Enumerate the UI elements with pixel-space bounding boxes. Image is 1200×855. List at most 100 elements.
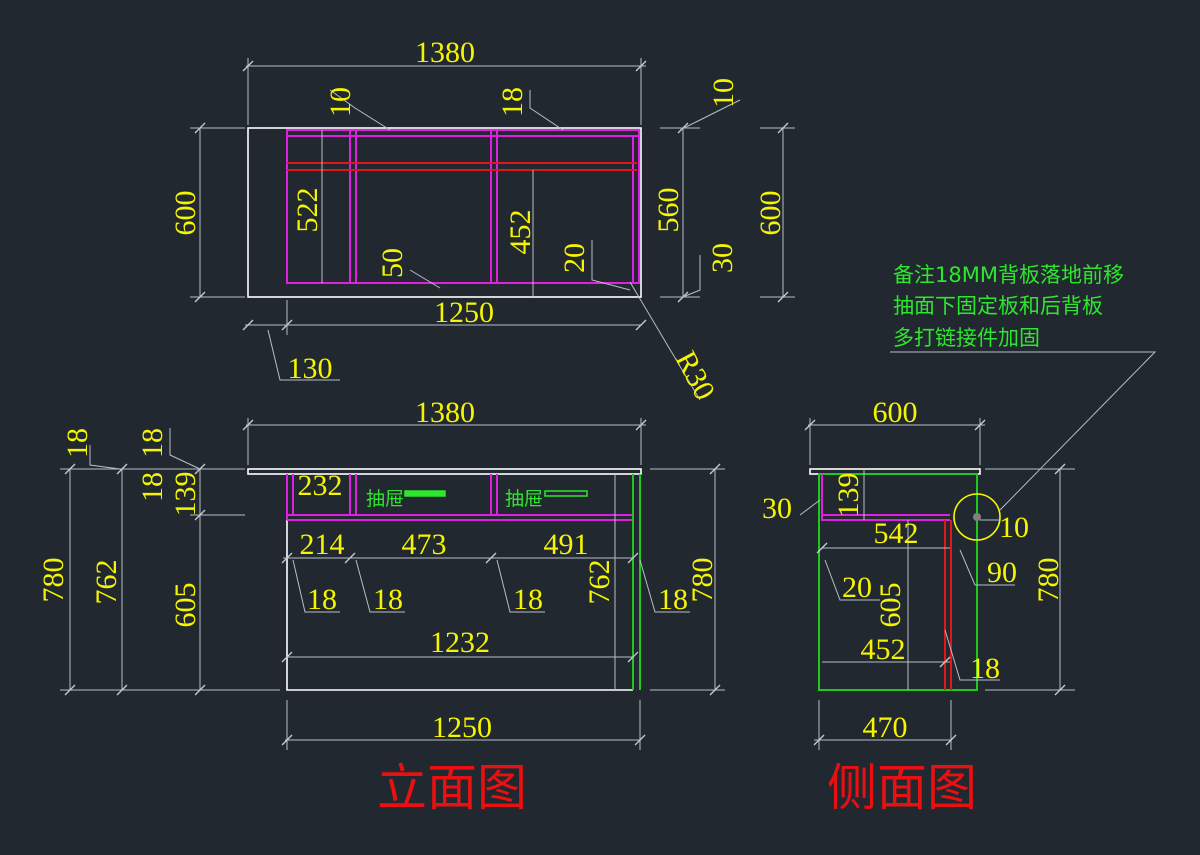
side-body (818, 473, 978, 691)
tick (627, 651, 639, 663)
leader (959, 549, 1015, 586)
plan-frame (286, 129, 640, 284)
dim-height-right: 780 (686, 558, 719, 603)
leader (409, 269, 441, 289)
dim-inner-width: 1232 (430, 626, 490, 659)
tick (116, 684, 128, 696)
detail-circle (953, 493, 1001, 541)
dim-corner-offset: 20 (558, 243, 591, 273)
dim-overhang: 130 (288, 352, 333, 385)
leader (292, 559, 340, 613)
tick (1054, 684, 1066, 696)
dim-toe-gap: 20 (842, 571, 872, 604)
note-line-2: 抽面下固定板和后背板 (893, 294, 1103, 318)
plan-view: 1380 10 18 10 600 522 452 50 20 560 30 6… (169, 36, 795, 405)
dim-bay-3: 491 (544, 528, 589, 561)
radius-leader (629, 281, 701, 401)
leader (591, 240, 631, 291)
dim-drawer-depth: 542 (874, 517, 919, 550)
tick (777, 291, 789, 303)
tick (64, 684, 76, 696)
front-view: 1380 18 18 18 139 232 抽屉 抽屉 214 473 491 … (37, 396, 725, 817)
dim-inner-depth: 522 (291, 188, 324, 233)
leader (679, 99, 741, 131)
dim-panel: 18 (307, 583, 337, 616)
front-view-title: 立面图 (377, 759, 527, 817)
leader (944, 629, 1000, 681)
dim-height-inner: 762 (583, 560, 616, 605)
tick (709, 684, 721, 696)
leader (329, 89, 391, 131)
tick (939, 656, 951, 668)
tick (627, 552, 639, 564)
dim-bay-1: 214 (300, 528, 345, 561)
dim-left-depth: 600 (169, 191, 202, 236)
drawer-label-left: 抽屉 (366, 488, 404, 510)
dim-overall-width: 1380 (415, 396, 475, 429)
tick (281, 552, 293, 564)
detail-dot (973, 513, 981, 521)
dim-right-gap: 10 (707, 78, 740, 108)
tick (816, 542, 828, 554)
dim-height-outer: 780 (37, 558, 70, 603)
dim-height: 780 (1032, 558, 1065, 603)
dim-panel: 18 (373, 583, 403, 616)
front-desktop (247, 468, 642, 475)
side-drawer-frame (821, 474, 950, 521)
drawer-handle-right (544, 490, 588, 497)
tick (777, 122, 789, 134)
tick (1054, 463, 1066, 475)
tick (804, 419, 816, 431)
leader (824, 559, 880, 601)
dim-height-body: 762 (90, 560, 123, 605)
tick (635, 60, 647, 72)
leader (89, 445, 121, 470)
dim-panel: 18 (970, 652, 1000, 685)
leader (355, 559, 405, 613)
note-leader (890, 351, 1157, 511)
tick (945, 734, 957, 746)
dim-panel: 18 (513, 583, 543, 616)
tick (485, 552, 497, 564)
dim-drawer-height: 139 (169, 472, 202, 517)
dim-right-depth: 560 (652, 188, 685, 233)
tick (281, 734, 293, 746)
side-view: 600 30 139 542 10 90 20 605 452 18 780 4… (762, 396, 1075, 817)
dim-overall-width: 1380 (415, 36, 475, 69)
tick (194, 291, 206, 303)
note-block: 备注18MM背板落地前移 抽面下固定板和后背板 多打链接件加固 (890, 263, 1157, 511)
dim-top-thickness: 18 (136, 428, 169, 458)
dim-top-thickness: 18 (61, 428, 94, 458)
dim-left-gap: 10 (324, 87, 357, 117)
dim-back-gap: 90 (987, 556, 1017, 589)
tick (635, 319, 647, 331)
tick (813, 734, 825, 746)
tick (709, 463, 721, 475)
drawer-label-right: 抽屉 (505, 488, 543, 510)
side-view-title: 侧面图 (827, 759, 977, 817)
tick (194, 684, 206, 696)
dim-base-depth: 470 (863, 711, 908, 744)
front-body-outline (286, 520, 633, 691)
leader (799, 499, 821, 516)
dim-drawer-width: 232 (298, 469, 343, 502)
tick (64, 463, 76, 475)
plan-top-outline (247, 127, 642, 298)
dim-leg-height: 605 (874, 583, 907, 628)
dim-edge-gap: 10 (999, 511, 1029, 544)
leader (267, 329, 340, 381)
dim-inner-depth: 452 (861, 633, 906, 666)
dim-right-gap-bottom: 30 (706, 243, 739, 273)
drawer-handle-left (404, 490, 446, 497)
leader (639, 559, 690, 613)
leader (529, 90, 564, 131)
note-line-3: 多打链接件加固 (893, 326, 1040, 350)
dim-drawer-height: 139 (832, 473, 865, 518)
dim-right-overall-depth: 600 (754, 191, 787, 236)
dim-top-depth: 600 (873, 396, 918, 429)
dim-top-thickness: 18 (136, 472, 169, 502)
dim-center-gap: 18 (496, 87, 529, 117)
tick (242, 319, 254, 331)
dim-panel: 18 (658, 583, 688, 616)
